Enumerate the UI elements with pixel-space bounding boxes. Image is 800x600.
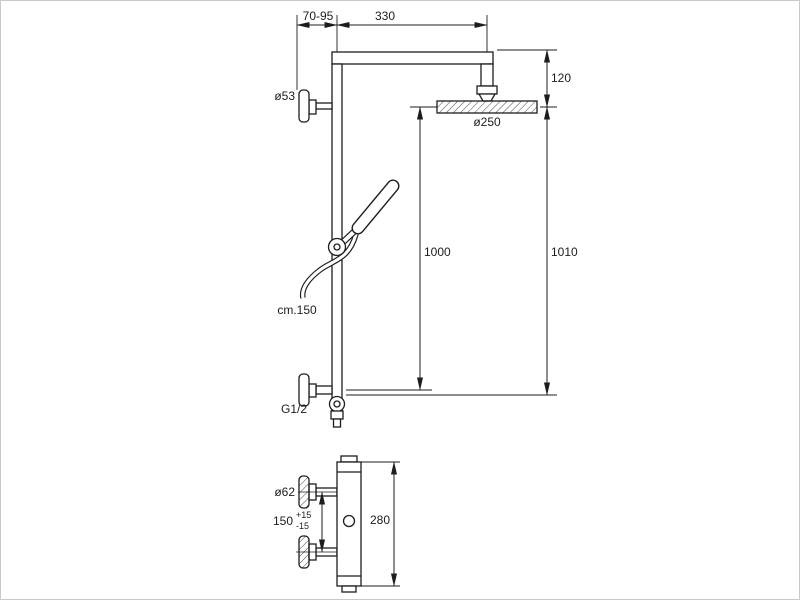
slider-knob	[327, 237, 347, 257]
mixer-top-cap	[340, 455, 358, 463]
shower-hose-inner	[301, 233, 358, 299]
mixer-valve-drawing	[296, 455, 362, 593]
label-head-drop: 120	[551, 71, 571, 85]
mixer-dial	[342, 514, 356, 528]
lower-wall-bracket	[298, 373, 333, 407]
label-supply-distance: 150	[273, 514, 293, 528]
label-hose-length: cm.150	[277, 303, 317, 317]
label-rosette-diameter: ø62	[274, 485, 295, 499]
label-body-height: 280	[370, 513, 390, 527]
hand-shower	[339, 179, 400, 246]
label-arm-length: 330	[375, 9, 395, 23]
label-supply-tol-minus: -15	[296, 521, 309, 531]
slider-knob-detail	[333, 243, 341, 251]
diverter-knob-detail	[333, 400, 341, 408]
label-wall-offset: 70-95	[303, 9, 334, 23]
arm-elbow	[480, 63, 494, 87]
head-ball-joint	[477, 93, 497, 102]
diverter-knob	[328, 395, 346, 413]
outlet-fitting	[330, 410, 344, 420]
shower-column-drawing	[298, 51, 538, 428]
shower-arm	[331, 51, 494, 65]
top-dimensions	[296, 15, 557, 396]
upper-wall-bracket	[298, 89, 333, 123]
label-overall-height: 1010	[551, 245, 578, 259]
label-bracket-diameter: ø53	[274, 89, 295, 103]
head-union-nut	[476, 85, 498, 95]
label-outlet-thread: G1/2	[281, 402, 307, 416]
bottom-dimensions	[318, 461, 400, 587]
mixer-outlet	[341, 585, 357, 593]
label-riser-height: 1000	[424, 245, 451, 259]
label-head-diameter: ø250	[473, 115, 501, 129]
shower-head	[436, 100, 538, 114]
outlet-nipple	[332, 418, 342, 428]
label-supply-tol-plus: +15	[296, 510, 311, 520]
